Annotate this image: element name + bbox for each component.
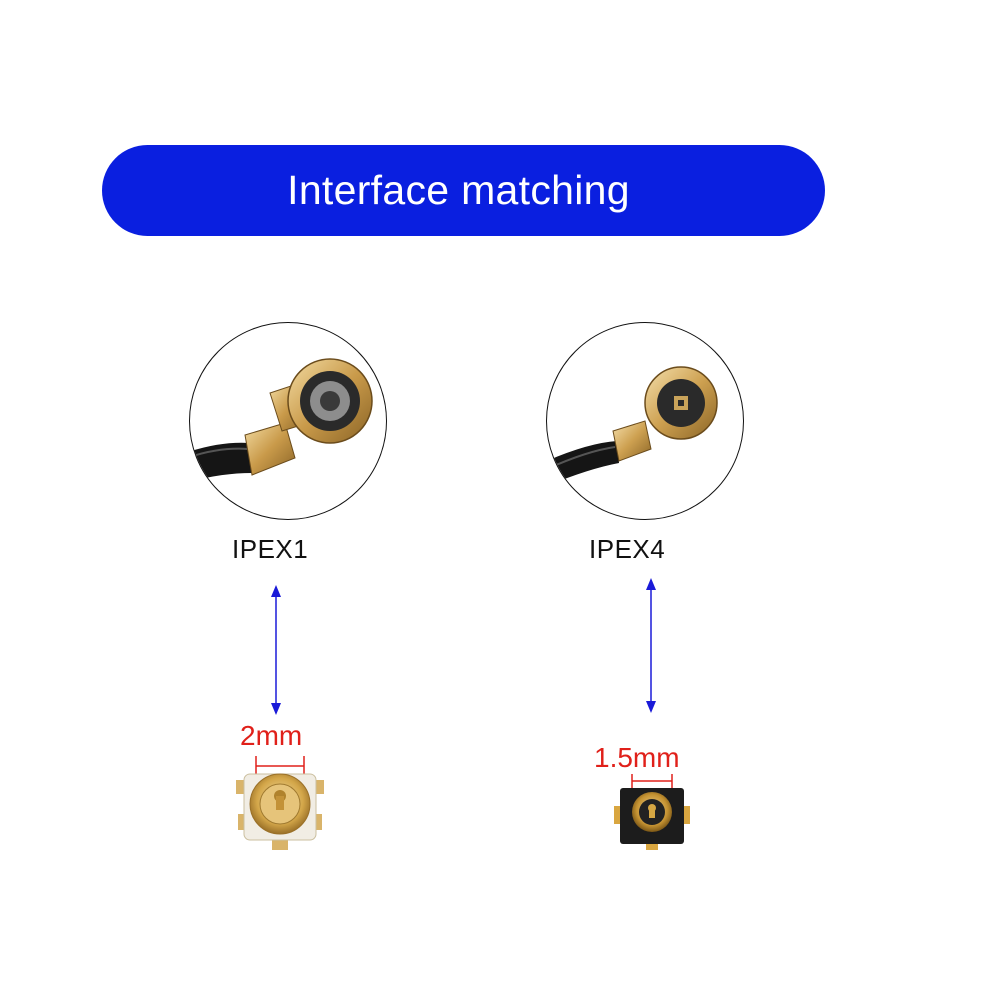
ipex1-label: IPEX1 bbox=[232, 534, 309, 564]
page-title: Interface matching bbox=[287, 167, 630, 213]
ipex4-socket-image bbox=[614, 774, 690, 850]
ipex1-socket-image bbox=[236, 756, 324, 850]
ipex4-dimension: 1.5mm bbox=[594, 742, 680, 773]
ipex1-cable-photo bbox=[189, 322, 387, 520]
ipex4-double-arrow bbox=[646, 578, 656, 713]
ipex4-cable-photo bbox=[546, 322, 744, 520]
ipex1-dimension: 2mm bbox=[240, 720, 303, 751]
ipex1-double-arrow bbox=[271, 585, 281, 715]
ipex4-label: IPEX4 bbox=[589, 534, 666, 564]
header-banner: Interface matching bbox=[102, 145, 825, 236]
